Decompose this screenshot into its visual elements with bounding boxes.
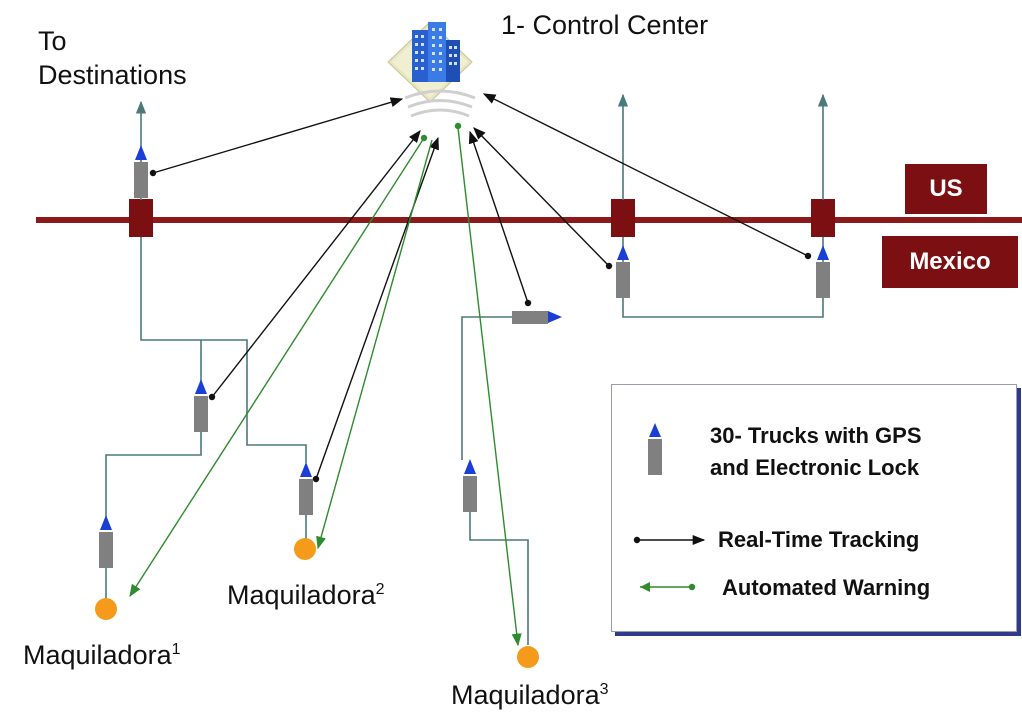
maquiladora-3-label: Maquiladora3 bbox=[451, 680, 609, 711]
to-destinations-line2: Destinations bbox=[38, 60, 187, 90]
truck-icon bbox=[463, 459, 477, 512]
truck-icon bbox=[194, 379, 208, 432]
maquiladora-3-name: Maquiladora bbox=[451, 680, 600, 710]
warning-arrow-tails bbox=[420, 122, 462, 142]
maquiladora-1-dot bbox=[95, 598, 117, 620]
maquiladora-1-number: 1 bbox=[171, 641, 181, 658]
legend-box: 30- Trucks with GPS and Electronic Lock … bbox=[611, 384, 1017, 632]
truck-icon bbox=[816, 245, 830, 298]
truck-icon bbox=[134, 145, 148, 198]
control-center-icon bbox=[387, 21, 473, 103]
legend-tracking-label: Real-Time Tracking bbox=[718, 527, 920, 552]
legend-trucks-line1: 30- Trucks with GPS bbox=[710, 423, 922, 448]
us-label: US bbox=[905, 164, 987, 214]
border-crossing-2 bbox=[611, 199, 635, 237]
tracking-arrow-tails bbox=[149, 169, 812, 483]
truck-icon bbox=[99, 515, 113, 568]
legend-warning-label: Automated Warning bbox=[722, 575, 931, 600]
maquiladora-3-number: 3 bbox=[599, 681, 609, 698]
maquiladora-1-name: Maquiladora bbox=[23, 640, 172, 670]
legend-warning-arrow-icon bbox=[640, 582, 696, 592]
truck-icon bbox=[299, 462, 313, 515]
legend-symbols bbox=[633, 423, 706, 592]
legend-truck-icon bbox=[648, 423, 662, 475]
signal-waves-icon bbox=[404, 89, 476, 118]
mexico-label: Mexico bbox=[882, 236, 1018, 288]
border-crossing-3 bbox=[811, 199, 835, 237]
warning-arrows bbox=[129, 127, 522, 647]
maquiladora-1-label: Maquiladora1 bbox=[23, 640, 181, 671]
truck-icon bbox=[616, 245, 630, 298]
to-destinations-line1: To bbox=[38, 26, 67, 56]
legend-tracking-arrow-icon bbox=[633, 534, 706, 546]
maquiladora-2-name: Maquiladora bbox=[227, 580, 376, 610]
border-crossing-1 bbox=[129, 199, 153, 237]
legend-trucks-line2: and Electronic Lock bbox=[710, 455, 920, 480]
tracking-arrows bbox=[152, 93, 809, 480]
truck-icon-horizontal bbox=[512, 311, 562, 324]
maquiladora-3-dot bbox=[517, 646, 539, 668]
maquiladora-2-label: Maquiladora2 bbox=[227, 580, 385, 611]
control-center-label: 1- Control Center bbox=[501, 10, 709, 40]
maquiladora-2-dot bbox=[294, 538, 316, 560]
maquiladora-2-number: 2 bbox=[375, 581, 385, 598]
